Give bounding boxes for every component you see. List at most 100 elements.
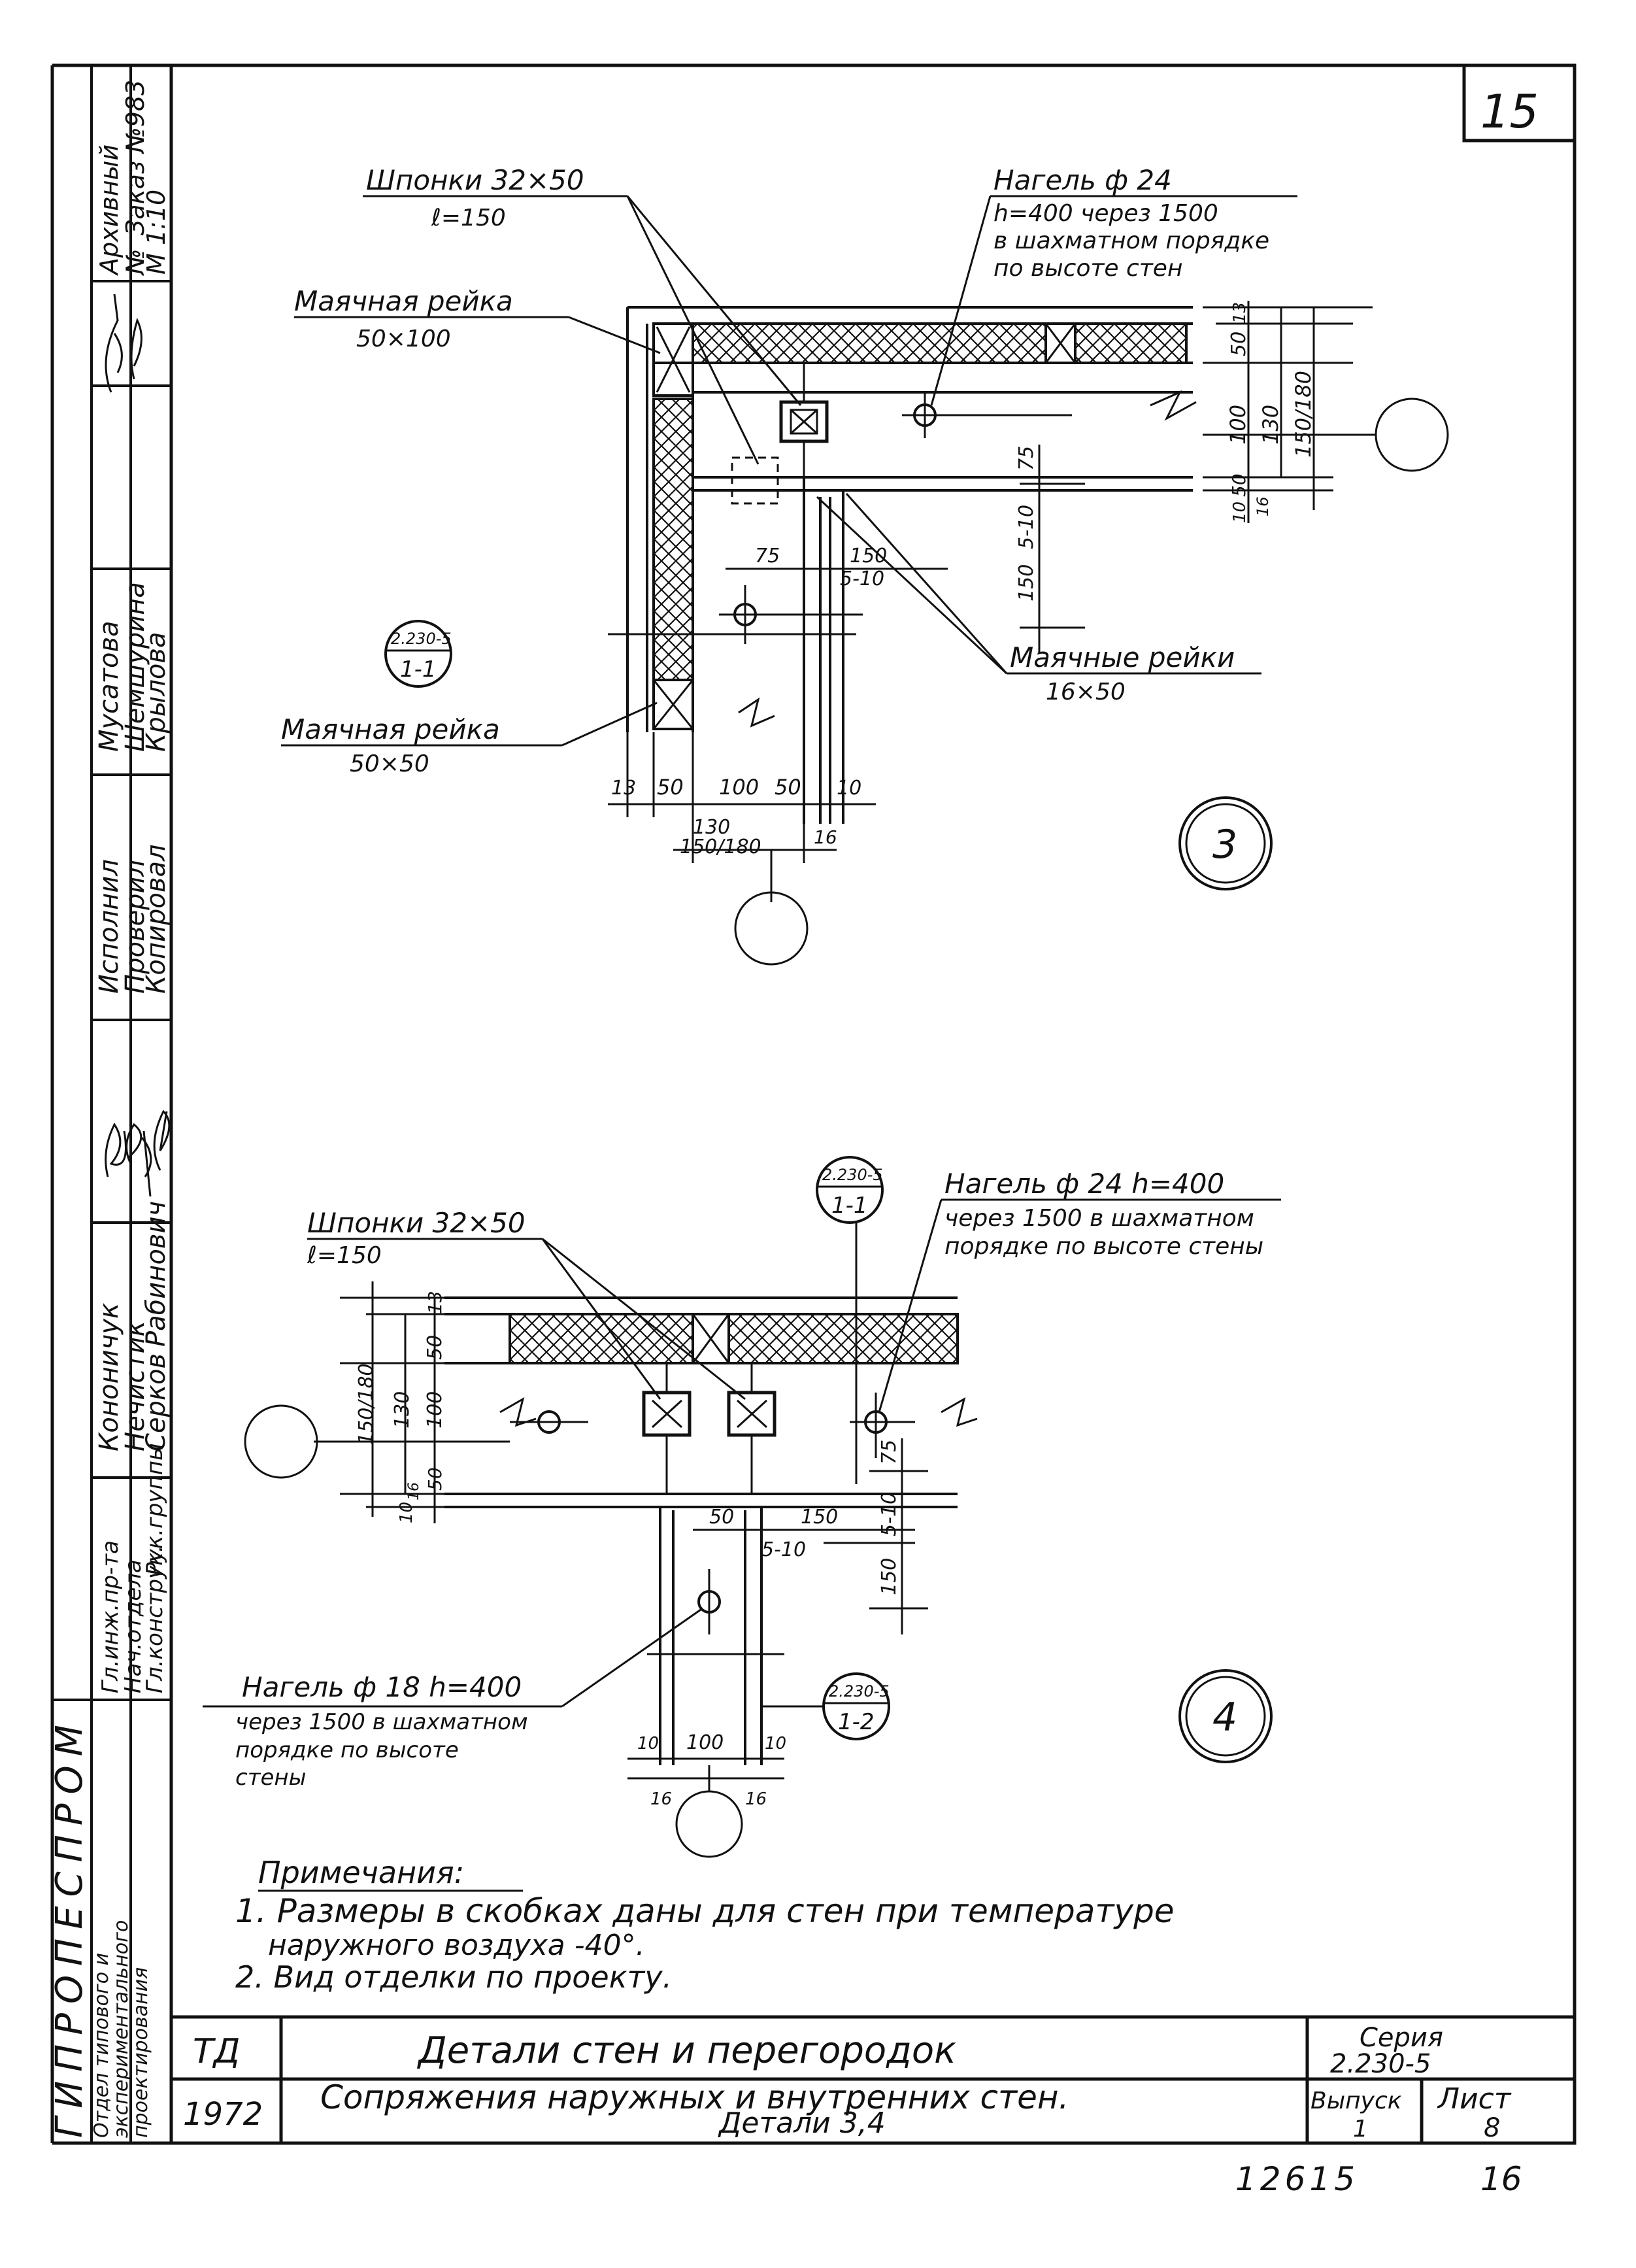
d3-detail-number: 3 bbox=[1178, 796, 1273, 890]
tb-subtitle: Сопряжения наружных и внутренних стен. bbox=[320, 2078, 1069, 2116]
role-1: Гл.инж.пр-та bbox=[97, 1540, 124, 1693]
dim-m-5-10-v: 5-10 bbox=[1015, 505, 1038, 549]
name-6: Шемшурина bbox=[120, 582, 150, 752]
d4-nagel18-4: стены bbox=[235, 1765, 307, 1791]
title-block: ТД 1972 Детали стен и перегородок Сопряж… bbox=[171, 2015, 1575, 2143]
d4-dim-m-150: 150 bbox=[801, 1506, 838, 1529]
d4-dim-b-10: 10 bbox=[637, 1734, 659, 1753]
dept-line-1: Отдел типового и bbox=[90, 1953, 113, 2138]
sheet-number-box: 15 bbox=[1462, 65, 1575, 143]
dim-b-16: 16 bbox=[814, 826, 837, 848]
dim-r-50b: 50 bbox=[1228, 473, 1250, 497]
d4-dim-10: 10 bbox=[397, 1502, 416, 1523]
d4-dim-130: 130 bbox=[391, 1391, 414, 1429]
d4-nagel18-2: через 1500 в шахматном bbox=[235, 1709, 528, 1735]
archive-no: № bbox=[121, 248, 150, 276]
d3-mayak1-size: 50×100 bbox=[356, 326, 451, 352]
dim-m-5-10: 5-10 bbox=[840, 567, 884, 590]
dim-r-13: 13 bbox=[1230, 302, 1250, 324]
svg-text:2.230-5: 2.230-5 bbox=[822, 1166, 883, 1184]
sheet-frame bbox=[50, 63, 1577, 2145]
d3-mayak2: Маячная рейка bbox=[281, 713, 500, 745]
axis-circle-right bbox=[1375, 398, 1449, 472]
d4-dim-b-16: 16 bbox=[650, 1789, 672, 1809]
d4-dim-50: 50 bbox=[424, 1335, 446, 1360]
d4-nagel-2: через 1500 в шахматном bbox=[944, 1205, 1254, 1232]
dim-r-50: 50 bbox=[1227, 331, 1250, 356]
tb-subtitle2: Детали 3,4 bbox=[718, 2107, 886, 2140]
d4-section-mark-2: 2.230-5 1-2 bbox=[822, 1672, 890, 1740]
d4-dim-b-10b: 10 bbox=[765, 1734, 786, 1753]
d3-nagel-2: h=400 через 1500 bbox=[993, 200, 1218, 227]
name-2: Нечистик bbox=[120, 1321, 150, 1451]
role-5: Исполнил bbox=[94, 859, 124, 994]
role-3: Гл.конструк. bbox=[142, 1545, 168, 1693]
d3-mayak1: Маячная рейка bbox=[294, 285, 513, 317]
d4-nagel: Нагель ф 24 h=400 bbox=[944, 1168, 1224, 1200]
svg-text:2.230-5: 2.230-5 bbox=[829, 1682, 890, 1701]
d4-nagel18: Нагель ф 18 h=400 bbox=[242, 1671, 522, 1703]
d4-shponki-l: ℓ=150 bbox=[307, 1242, 382, 1269]
d3-section-mark: 2.230-5 1-1 bbox=[384, 620, 452, 688]
tb-sheet-value: 8 bbox=[1484, 2113, 1500, 2143]
role-7: Копировал bbox=[141, 844, 171, 994]
tb-sheet-label: Лист bbox=[1437, 2082, 1512, 2116]
notes-title: Примечания: bbox=[258, 1855, 464, 1890]
d4-nagel18-3: порядке по высоте bbox=[235, 1737, 459, 1763]
sheet-number: 15 bbox=[1480, 85, 1539, 139]
svg-text:3: 3 bbox=[1212, 822, 1237, 868]
d4-dim-13: 13 bbox=[424, 1291, 446, 1314]
dim-b-50: 50 bbox=[657, 775, 684, 800]
svg-text:2.230-5: 2.230-5 bbox=[391, 630, 452, 648]
dim-b-100: 100 bbox=[719, 775, 759, 800]
d4-dim-100: 100 bbox=[424, 1391, 446, 1429]
note-1b: наружного воздуха -40°. bbox=[268, 1929, 645, 1962]
note-2: 2. Вид отделки по проекту. bbox=[235, 1959, 672, 1995]
d3-mayak3-size: 16×50 bbox=[1046, 679, 1126, 705]
dim-b-150-180: 150/180 bbox=[680, 836, 761, 858]
role-2: Нач.отдела bbox=[120, 1559, 146, 1693]
dept-line-2: экспериментального bbox=[110, 1920, 133, 2138]
d4-dim-50b: 50 bbox=[424, 1467, 446, 1491]
role-6: Проверил bbox=[120, 860, 150, 994]
tb-title: Детали стен и перегородок bbox=[416, 2029, 956, 2072]
name-5: Мусатова bbox=[94, 620, 124, 752]
d4-dim-m-5-10-v: 5-10 bbox=[878, 1492, 901, 1536]
dim-r-10: 10 bbox=[1230, 501, 1250, 523]
notes: Примечания: 1. Размеры в скобках даны дл… bbox=[235, 1855, 1175, 1995]
signatures bbox=[105, 294, 171, 1197]
d4-dim-m-150-v: 150 bbox=[878, 1558, 901, 1595]
d3-shponki-l: ℓ=150 bbox=[431, 205, 506, 231]
axis-circle-bottom bbox=[734, 891, 809, 966]
tb-series-value: 2.230-5 bbox=[1330, 2049, 1431, 2079]
detail-3: 50 13 100 130 150/180 10 50 16 75 150 5-… bbox=[281, 164, 1449, 966]
d3-mayak3: Маячные рейки bbox=[1010, 641, 1235, 673]
bottom-code: 12615 bbox=[1235, 2160, 1359, 2198]
tb-series-label: Серия bbox=[1360, 2023, 1443, 2053]
name-7: Крылова bbox=[141, 632, 171, 753]
d4-detail-number: 4 bbox=[1178, 1669, 1273, 1763]
d3-nagel-3: в шахматном порядке bbox=[993, 228, 1269, 254]
dim-r-16: 16 bbox=[1254, 496, 1272, 516]
dim-b-13: 13 bbox=[611, 777, 636, 800]
note-1: 1. Размеры в скобках даны для стен при т… bbox=[235, 1892, 1175, 1930]
d3-nagel: Нагель ф 24 bbox=[993, 164, 1172, 196]
d3-nagel-4: по высоте стен bbox=[993, 255, 1182, 282]
dept-line-3: проектирования bbox=[129, 1967, 152, 2138]
d4-shponki: Шпонки 32×50 bbox=[307, 1207, 526, 1239]
d4-axis-circle-bottom bbox=[675, 1790, 743, 1858]
d4-dim-m-50: 50 bbox=[709, 1506, 734, 1529]
d3-shponki: Шпонки 32×50 bbox=[366, 164, 584, 196]
dim-m-75: 75 bbox=[755, 545, 780, 567]
org-name: ГИПРОПЕСПРОМ bbox=[48, 1716, 91, 2138]
detail-4: 13 50 100 130 150/180 50 10 16 50 150 5-… bbox=[203, 1156, 1281, 1858]
tb-issue-value: 1 bbox=[1353, 2116, 1368, 2142]
svg-text:1-2: 1-2 bbox=[838, 1709, 875, 1735]
d4-dim-b-100: 100 bbox=[686, 1731, 724, 1754]
dim-b-10: 10 bbox=[837, 777, 861, 800]
svg-text:1-1: 1-1 bbox=[400, 656, 437, 683]
name-3: Серков bbox=[141, 1353, 171, 1451]
name-1: Кононичук bbox=[94, 1303, 124, 1451]
bottom-page: 16 bbox=[1480, 2160, 1522, 2198]
dim-b-50b: 50 bbox=[775, 775, 801, 800]
